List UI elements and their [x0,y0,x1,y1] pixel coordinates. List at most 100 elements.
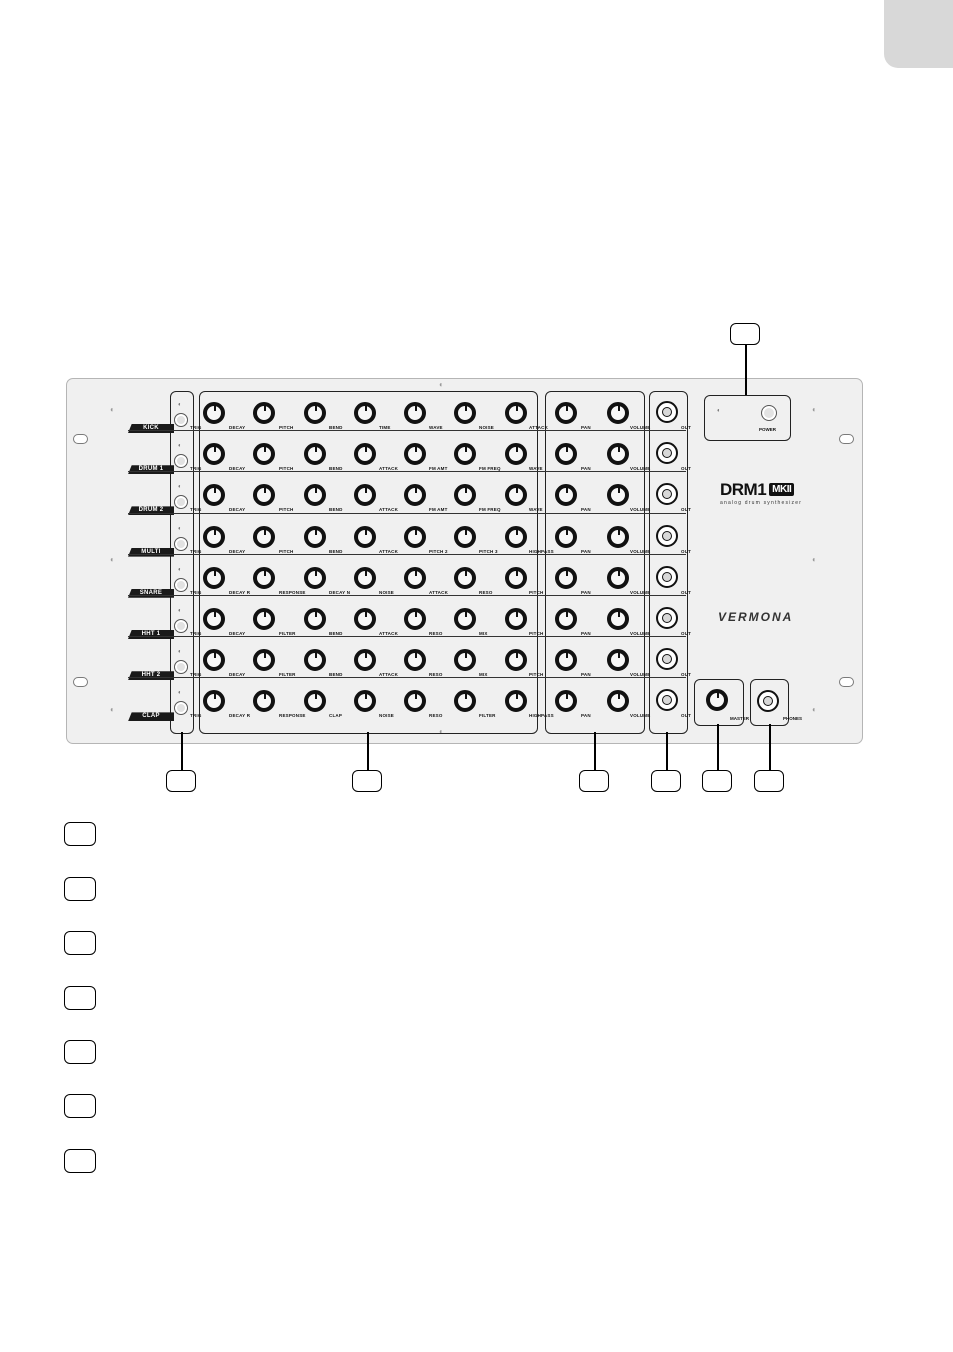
parameter-knob[interactable] [354,649,376,672]
output-jack[interactable] [656,483,678,506]
parameter-knob[interactable] [354,484,376,507]
volume-knob[interactable] [607,608,629,630]
rack-hole-bottom-left [73,677,88,687]
trig-button[interactable] [174,454,188,469]
pan-knob[interactable] [555,649,577,672]
parameter-knob[interactable] [304,484,326,507]
parameter-knob[interactable] [253,402,275,424]
parameter-knob[interactable] [304,402,326,424]
parameter-knob[interactable] [253,649,275,672]
parameter-knob[interactable] [454,484,476,507]
parameter-knob[interactable] [203,402,225,424]
output-jack[interactable] [656,607,678,629]
parameter-knob[interactable] [404,690,426,713]
parameter-knob[interactable] [304,608,326,630]
trig-button[interactable] [174,495,188,510]
pan-knob[interactable] [555,690,577,713]
parameter-knob[interactable] [505,566,527,589]
volume-knob[interactable] [607,402,629,424]
power-button[interactable] [761,405,777,421]
master-volume-knob[interactable] [706,689,728,711]
parameter-knob[interactable] [203,443,225,466]
page-corner-tab [884,0,953,68]
parameter-label: DECAY [229,507,246,513]
parameter-knob[interactable] [404,566,426,589]
parameter-knob[interactable] [253,525,275,548]
parameter-knob[interactable] [354,525,376,548]
parameter-knob[interactable] [304,443,326,466]
parameter-knob[interactable] [454,402,476,424]
volume-knob[interactable] [607,649,629,672]
parameter-knob[interactable] [354,608,376,630]
pan-knob[interactable] [555,525,577,548]
phones-jack[interactable] [757,690,779,712]
output-jack[interactable] [656,401,678,423]
trig-button[interactable] [174,413,188,427]
parameter-knob[interactable] [203,525,225,548]
output-jack[interactable] [656,648,678,671]
parameter-knob[interactable] [354,443,376,466]
parameter-knob[interactable] [253,566,275,589]
parameter-knob[interactable] [404,525,426,548]
pan-knob[interactable] [555,443,577,466]
volume-knob[interactable] [607,484,629,507]
output-jack[interactable] [656,524,678,547]
parameter-knob[interactable] [505,402,527,424]
parameter-knob[interactable] [454,525,476,548]
pan-knob[interactable] [555,608,577,630]
parameter-knob[interactable] [454,608,476,630]
parameter-knob[interactable] [505,649,527,672]
parameter-knob[interactable] [203,566,225,589]
parameter-knob[interactable] [203,649,225,672]
parameter-knob[interactable] [505,690,527,713]
parameter-knob[interactable] [354,402,376,424]
parameter-knob[interactable] [253,443,275,466]
parameter-knob[interactable] [253,608,275,630]
parameter-knob[interactable] [203,608,225,630]
parameter-knob[interactable] [505,525,527,548]
parameter-knob[interactable] [505,608,527,630]
parameter-knob[interactable] [203,484,225,507]
parameter-knob[interactable] [404,608,426,630]
parameter-knob[interactable] [404,484,426,507]
parameter-knob[interactable] [454,443,476,466]
trig-button[interactable] [174,660,188,675]
parameter-knob[interactable] [454,566,476,589]
trig-button[interactable] [174,619,188,633]
parameter-knob[interactable] [505,443,527,466]
parameter-knob[interactable] [404,649,426,672]
volume-knob[interactable] [607,525,629,548]
parameter-knob[interactable] [404,402,426,424]
parameter-knob[interactable] [454,649,476,672]
pan-knob[interactable] [555,484,577,507]
screw-icon: ◐ [439,727,444,736]
parameter-knob[interactable] [404,443,426,466]
parameter-knob[interactable] [304,566,326,589]
parameter-knob[interactable] [253,690,275,713]
parameter-knob[interactable] [505,484,527,507]
parameter-knob[interactable] [253,484,275,507]
volume-knob[interactable] [607,443,629,466]
trig-button[interactable] [174,536,188,551]
parameter-knob[interactable] [203,690,225,713]
parameter-knob[interactable] [354,690,376,713]
pan-knob[interactable] [555,566,577,589]
volume-knob[interactable] [607,690,629,713]
row-divider [128,553,686,555]
parameter-knob[interactable] [304,690,326,713]
parameter-knob[interactable] [454,690,476,713]
parameter-knob[interactable] [304,525,326,548]
output-jack[interactable] [656,689,678,712]
parameter-label: ATTACK [429,589,449,595]
callout-leader [745,345,747,395]
parameter-knob[interactable] [354,566,376,589]
trig-button[interactable] [174,701,188,716]
trig-button[interactable] [174,577,188,592]
parameter-knob[interactable] [304,649,326,672]
legend-box [64,931,96,955]
output-jack[interactable] [656,565,678,588]
output-jack[interactable] [656,442,678,465]
volume-knob[interactable] [607,566,629,589]
pan-knob[interactable] [555,402,577,424]
